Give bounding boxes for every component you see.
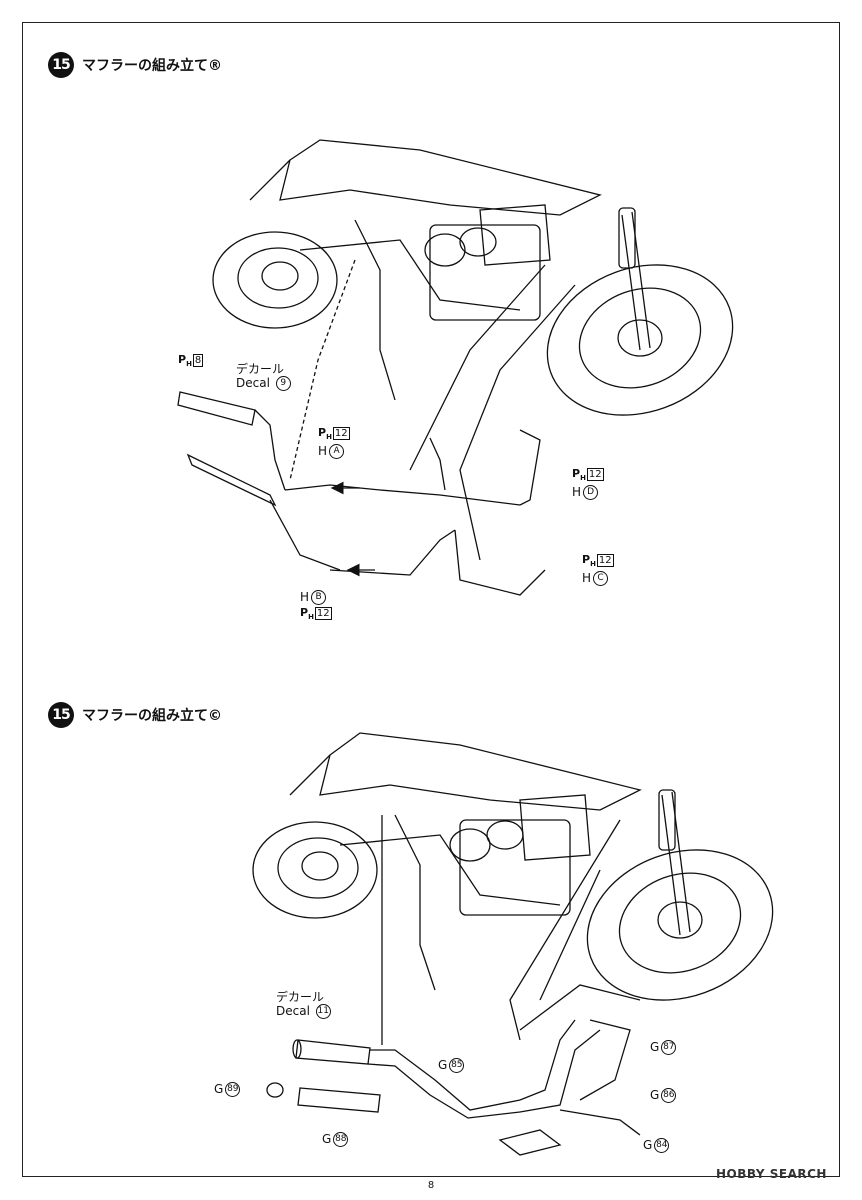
step-title-2: マフラーの組み立て© bbox=[82, 708, 222, 724]
step-header-2: 15 マフラーの組み立て© bbox=[48, 702, 222, 728]
decal-label-1: デカール Decal 9 bbox=[236, 362, 291, 391]
exhaust-parts-1 bbox=[177, 391, 546, 596]
decal-en-text: Decal bbox=[236, 376, 270, 390]
motorcycle-drawing-2 bbox=[252, 732, 774, 1045]
decal-en-row: Decal 9 bbox=[236, 376, 291, 391]
page-border bbox=[22, 22, 840, 1177]
step-number-1: 15 bbox=[48, 52, 74, 78]
ph-number: 8 bbox=[192, 354, 204, 367]
decal-jp-text-2: デカール bbox=[276, 990, 325, 1004]
decal-jp-text: デカール bbox=[236, 362, 285, 376]
page-number: 8 bbox=[427, 1180, 435, 1191]
ph-code: PH bbox=[178, 353, 192, 369]
exhaust-parts-2 bbox=[266, 1019, 641, 1156]
watermark: HOBBY SEARCH bbox=[716, 1167, 827, 1181]
motorcycle-drawing-1 bbox=[212, 139, 734, 561]
step-title-1: マフラーの組み立て® bbox=[82, 58, 222, 74]
step-header-1: 15 マフラーの組み立て® bbox=[48, 52, 222, 78]
step-number-2: 15 bbox=[48, 702, 74, 728]
decal-number: 9 bbox=[275, 376, 291, 391]
decal-label-2: デカール Decal 11 bbox=[276, 990, 331, 1019]
